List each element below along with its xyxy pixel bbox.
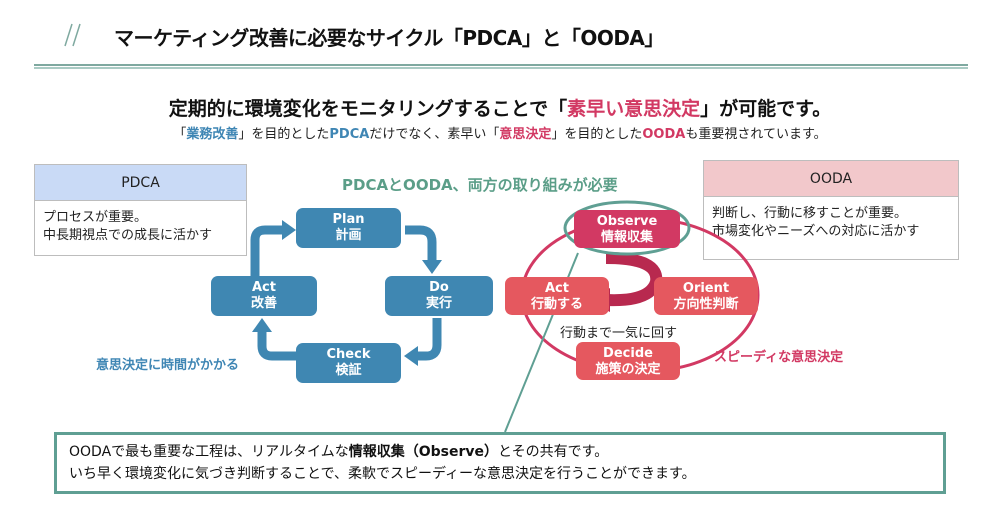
arrow-act-to-plan [250, 225, 282, 276]
subline-text: も重要視されています。 [685, 127, 827, 142]
observe-highlight-ring [563, 200, 691, 256]
subline-text: 」を目的とした [238, 127, 330, 142]
arrowhead-do [422, 260, 442, 274]
subline-text: だけでなく、素早い「 [369, 127, 500, 142]
pdca-info-box: PDCA プロセスが重要。 中長期視点での成長に活かす [34, 164, 247, 256]
node-label-en: Plan [332, 212, 365, 227]
node-label-en: Act [545, 281, 569, 296]
subline-text: 」を目的とした [551, 127, 643, 142]
arrowhead-act [252, 318, 272, 332]
node-label-en: Decide [603, 346, 653, 361]
subline-business-improvement: 業務改善 [186, 127, 239, 142]
headline-suffix: 」が可能です。 [700, 98, 832, 120]
header-divider [34, 64, 968, 69]
pdca-info-line: プロセスが重要。 [43, 210, 148, 225]
node-label-en: Act [252, 280, 276, 295]
ooda-node-orient: Orient 方向性判断 [654, 277, 758, 315]
pdca-node-plan: Plan 計画 [296, 208, 401, 248]
pdca-arrows [250, 225, 442, 361]
pdca-node-check: Check 検証 [296, 343, 401, 383]
pdca-arrowheads [252, 220, 442, 366]
ooda-side-note: スピーディな意思決定 [714, 350, 844, 365]
pdca-node-do: Do 実行 [385, 276, 493, 316]
center-heading: PDCAとOODA、両方の取り組みが必要 [342, 176, 618, 194]
headline-highlight: 素早い意思決定 [567, 98, 701, 120]
arrow-check-to-act [257, 330, 296, 361]
callout-line-1: OODAで最も重要な工程は、リアルタイムな情報収集（Observe）とその共有で… [69, 441, 931, 463]
node-label-ja: 施策の決定 [595, 362, 661, 377]
pdca-info-body: プロセスが重要。 中長期視点での成長に活かす [35, 201, 246, 253]
pdca-node-act: Act 改善 [211, 276, 317, 316]
ooda-info-body: 判断し、行動に移すことが重要。 市場変化やニーズへの対応に活かす [704, 197, 958, 249]
callout-text: OODAで最も重要な工程は、リアルタイムな [69, 444, 349, 460]
headline: 定期的に環境変化をモニタリングすることで「素早い意思決定」が可能です。 [0, 94, 1000, 121]
node-label-ja: 実行 [425, 296, 452, 311]
headline-prefix: 定期的に環境変化をモニタリングすることで「 [168, 98, 568, 120]
subline: 「業務改善」を目的としたPDCAだけでなく、素早い「意思決定」を目的としたOOD… [0, 123, 1000, 142]
callout-text: とその共有です。 [498, 444, 609, 460]
node-label-ja: 行動する [530, 297, 583, 312]
node-label-ja: 検証 [335, 363, 362, 378]
node-label-en: Observe [596, 214, 658, 229]
node-label-ja: 改善 [250, 296, 277, 311]
node-label-ja: 計画 [335, 228, 362, 243]
subline-ooda: OODA [642, 127, 686, 142]
node-label-ja: 情報収集 [600, 230, 653, 245]
pdca-note: 意思決定に時間がかかる [96, 358, 240, 373]
page-title: マーケティング改善に必要なサイクル「PDCA」と「OODA」 [114, 26, 664, 50]
ooda-node-observe: Observe 情報収集 [574, 210, 680, 248]
arrow-do-to-check [418, 318, 442, 361]
arrow-observe-to-act [605, 252, 663, 307]
callout-line-2: いち早く環境変化に気づき判断することで、柔軟でスピーディーな意思決定を行うことが… [69, 466, 696, 482]
node-label-en: Check [326, 347, 371, 362]
node-label-en: Orient [682, 281, 730, 296]
arrowhead-plan [282, 220, 296, 240]
slash-decoration-icon [64, 23, 81, 47]
pdca-info-title: PDCA [35, 165, 246, 201]
ooda-node-decide: Decide 施策の決定 [576, 342, 680, 380]
subline-text: 「 [173, 127, 187, 142]
node-label-en: Do [429, 280, 449, 295]
ooda-info-box: OODA 判断し、行動に移すことが重要。 市場変化やニーズへの対応に活かす [703, 160, 959, 260]
ooda-info-line: 判断し、行動に移すことが重要。 [712, 206, 908, 221]
arrowhead-check [404, 346, 418, 366]
node-label-ja: 方向性判断 [673, 297, 739, 312]
callout-emphasis: 情報収集（Observe） [348, 444, 499, 460]
ooda-info-title: OODA [704, 161, 958, 197]
ooda-info-line: 市場変化やニーズへの対応に活かす [712, 224, 920, 239]
ooda-node-act: Act 行動する [505, 277, 609, 315]
ooda-middle-note: 行動まで一気に回す [560, 326, 678, 341]
subline-pdca: PDCA [329, 127, 370, 142]
arrow-plan-to-do [405, 225, 437, 260]
pdca-info-line: 中長期視点での成長に活かす [43, 228, 213, 243]
observe-callout: OODAで最も重要な工程は、リアルタイムな情報収集（Observe）とその共有で… [54, 432, 946, 494]
subline-decision: 意思決定 [499, 127, 552, 142]
